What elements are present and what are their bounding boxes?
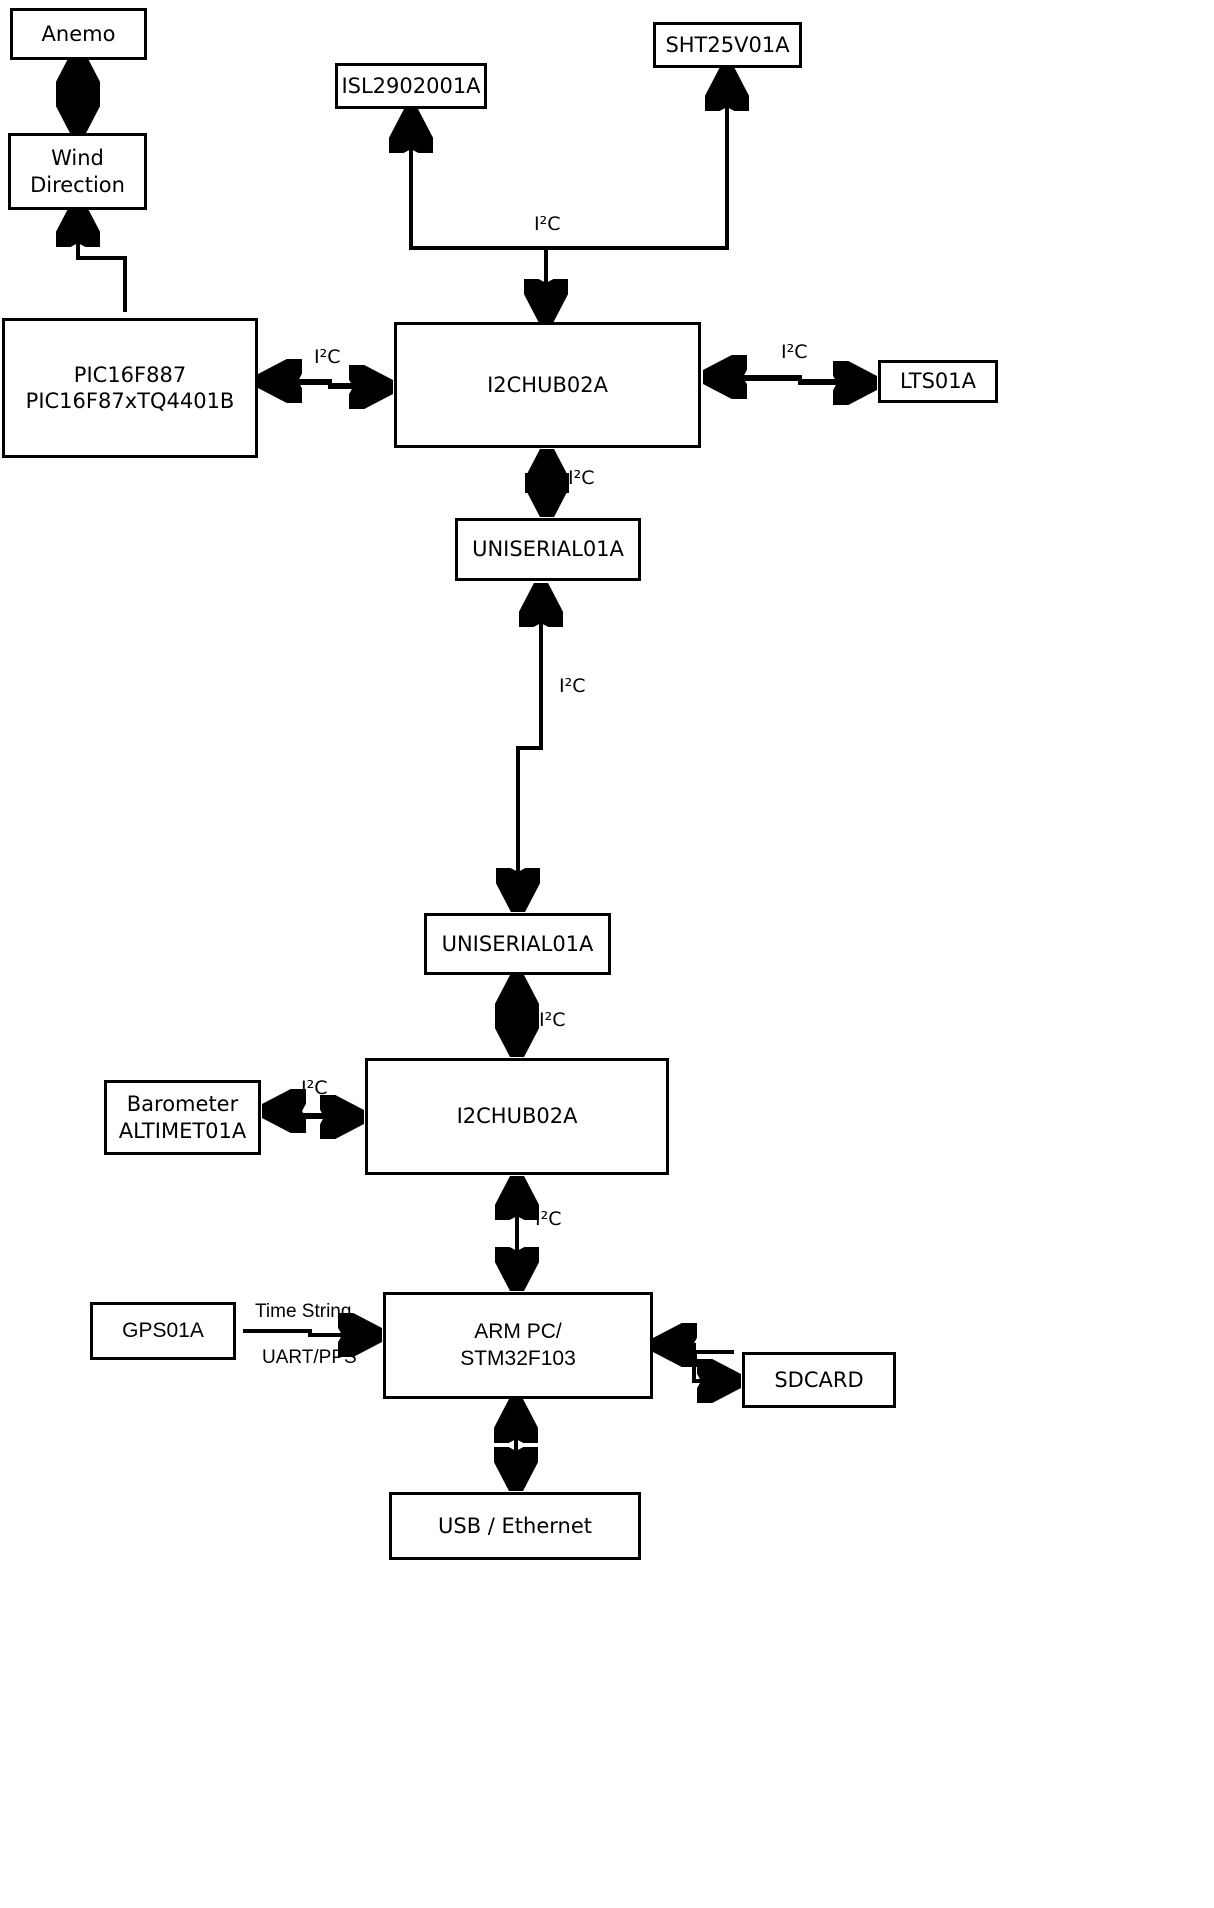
node-i2chub02a-top-label: I2CHUB02A xyxy=(487,372,608,397)
edge-label-gps-time-string: Time String xyxy=(255,1301,352,1322)
node-arm-pc-stm32f103-label: ARM PC/ STM32F103 xyxy=(460,1320,576,1370)
node-usb-ethernet-label: USB / Ethernet xyxy=(438,1513,592,1538)
node-lts01a[interactable]: LTS01A xyxy=(878,360,998,403)
node-arm-pc-stm32f103[interactable]: ARM PC/ STM32F103 xyxy=(383,1292,653,1399)
node-gps01a-label: GPS01A xyxy=(122,1318,204,1342)
node-anemo-label: Anemo xyxy=(41,21,116,46)
node-i2chub02a-bottom-label: I2CHUB02A xyxy=(456,1104,578,1129)
edge-label-i2c-bus-top: I²C xyxy=(534,213,561,235)
node-wind-direction[interactable]: Wind Direction xyxy=(8,133,147,210)
edge-label-i2c-baro-hub2: I²C xyxy=(301,1077,328,1099)
edge-label-i2c-uniserial-hub2: I²C xyxy=(539,1009,566,1031)
node-uniserial01a-lower-label: UNISERIAL01A xyxy=(441,931,594,956)
node-isl2902001a[interactable]: ISL2902001A xyxy=(335,63,487,109)
edge-label-gps-uart-pps: UART/PPS xyxy=(262,1347,357,1368)
edge-label-i2c-hub-uniserial: I²C xyxy=(568,467,595,489)
node-gps01a[interactable]: GPS01A xyxy=(90,1302,236,1360)
node-lts01a-label: LTS01A xyxy=(899,369,977,394)
node-i2chub02a-top[interactable]: I2CHUB02A xyxy=(394,322,701,448)
node-uniserial01a-upper[interactable]: UNISERIAL01A xyxy=(455,518,641,581)
node-pic-mcu[interactable]: PIC16F887 PIC16F87xTQ4401B xyxy=(2,318,258,458)
node-sdcard-label: SDCARD xyxy=(774,1367,864,1392)
node-anemo[interactable]: Anemo xyxy=(10,8,147,60)
node-i2chub02a-bottom[interactable]: I2CHUB02A xyxy=(365,1058,669,1175)
node-sdcard[interactable]: SDCARD xyxy=(742,1352,896,1408)
edge-label-i2c-hub-lts: I²C xyxy=(781,341,808,363)
node-uniserial01a-lower[interactable]: UNISERIAL01A xyxy=(424,913,611,975)
node-barometer-altimet01a[interactable]: Barometer ALTIMET01A xyxy=(104,1080,261,1155)
node-usb-ethernet[interactable]: USB / Ethernet xyxy=(389,1492,641,1560)
edge-label-i2c-pic-hub: I²C xyxy=(314,346,341,368)
node-wind-direction-label: Wind Direction xyxy=(30,146,125,197)
edge-label-i2c-uniserial-link: I²C xyxy=(559,675,586,697)
node-pic-mcu-label: PIC16F887 PIC16F87xTQ4401B xyxy=(25,362,235,413)
edge-label-i2c-hub2-arm: I²C xyxy=(535,1208,562,1230)
node-sht25v01a-label: SHT25V01A xyxy=(665,32,790,57)
node-barometer-altimet01a-label: Barometer ALTIMET01A xyxy=(118,1092,247,1143)
node-sht25v01a[interactable]: SHT25V01A xyxy=(653,22,802,68)
node-isl2902001a-label: ISL2902001A xyxy=(341,73,481,98)
node-uniserial01a-upper-label: UNISERIAL01A xyxy=(472,537,624,562)
